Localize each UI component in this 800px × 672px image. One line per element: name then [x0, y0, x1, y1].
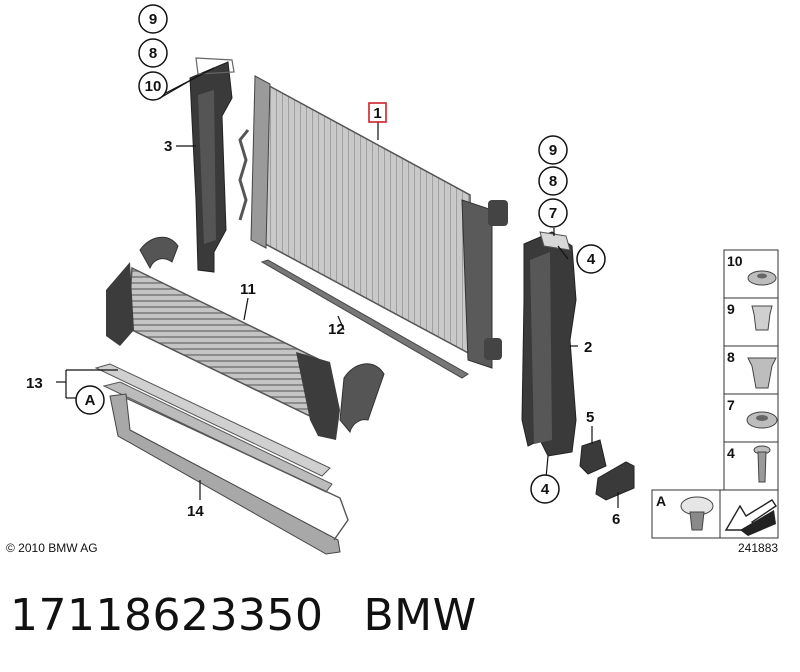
callout-8-right: 8 — [538, 166, 568, 196]
callout-1-highlighted: 1 — [368, 102, 387, 123]
push-rivet-icon — [680, 496, 714, 531]
nut-icon — [747, 357, 777, 389]
svg-text:9: 9 — [149, 11, 157, 28]
leader-lines — [56, 67, 619, 508]
legend-item-7: 7 — [727, 397, 778, 429]
callout-A: A — [75, 385, 105, 415]
callout-7: 7 — [538, 198, 568, 228]
callout-4-top: 4 — [576, 244, 606, 274]
intercooler — [106, 236, 385, 440]
support-bracket — [595, 461, 635, 501]
svg-text:10: 10 — [727, 253, 743, 269]
callout-8-left: 8 — [138, 38, 168, 68]
svg-text:5: 5 — [586, 409, 594, 426]
svg-text:A: A — [656, 493, 666, 509]
svg-text:12: 12 — [328, 321, 345, 338]
radiator-inlet-pipe — [488, 200, 508, 226]
svg-text:8: 8 — [149, 45, 157, 62]
legend-item-8: 8 — [727, 349, 777, 389]
part-number: 17118623350 — [10, 590, 324, 641]
svg-text:8: 8 — [727, 349, 735, 365]
callout-9-right: 9 — [538, 135, 568, 165]
brand-name: BMW — [363, 590, 477, 641]
svg-text:A: A — [85, 392, 96, 409]
svg-text:8: 8 — [549, 173, 557, 190]
legend-item-9: 9 — [727, 301, 773, 331]
svg-text:2: 2 — [584, 339, 592, 356]
svg-text:4: 4 — [727, 445, 735, 461]
svg-text:3: 3 — [164, 138, 172, 155]
copyright-notice: © 2010 BMW AG — [6, 541, 98, 555]
svg-text:1: 1 — [373, 105, 381, 122]
radiator — [238, 75, 508, 369]
callout-10: 10 — [138, 71, 168, 101]
callout-5: 5 — [586, 409, 594, 426]
mounting-bracket — [94, 363, 333, 493]
callout-11: 11 — [240, 281, 256, 298]
svg-text:4: 4 — [587, 251, 596, 268]
svg-text:9: 9 — [727, 301, 735, 317]
callout-13: 13 — [26, 375, 43, 392]
callout-4-bottom: 4 — [530, 474, 560, 504]
radiator-outlet-pipe — [484, 338, 502, 360]
arrow-icon — [724, 499, 777, 536]
callout-14: 14 — [187, 503, 204, 520]
rubber-mount — [579, 439, 607, 475]
svg-text:7: 7 — [549, 205, 557, 222]
drawing-number: 241883 — [738, 541, 779, 555]
svg-text:4: 4 — [541, 481, 550, 498]
callout-6: 6 — [612, 511, 620, 528]
seal-strip — [260, 259, 469, 379]
svg-text:10: 10 — [145, 78, 162, 95]
intercooler-inlet-pipe — [139, 236, 179, 270]
legend-item-4: 4 — [727, 445, 771, 483]
right-air-duct — [521, 231, 577, 457]
callout-3: 3 — [164, 138, 172, 155]
legend-item-10: 10 — [727, 253, 777, 286]
intercooler-outlet-pipe — [339, 363, 385, 434]
svg-text:7: 7 — [727, 397, 735, 413]
svg-text:13: 13 — [26, 375, 43, 392]
hardware-legend: 10 9 8 7 4 — [723, 249, 779, 491]
svg-text:14: 14 — [187, 503, 204, 520]
callout-2: 2 — [584, 339, 592, 356]
left-air-duct — [189, 57, 235, 273]
svg-text:9: 9 — [549, 142, 557, 159]
callout-9-left: 9 — [138, 4, 168, 34]
callout-12: 12 — [328, 321, 345, 338]
lower-air-guide — [109, 393, 349, 555]
detail-A-box: A — [651, 489, 779, 539]
svg-text:11: 11 — [240, 281, 256, 298]
part-number-line: 17118623350 BMW — [10, 590, 477, 641]
svg-text:6: 6 — [612, 511, 620, 528]
clip-icon — [751, 305, 773, 331]
